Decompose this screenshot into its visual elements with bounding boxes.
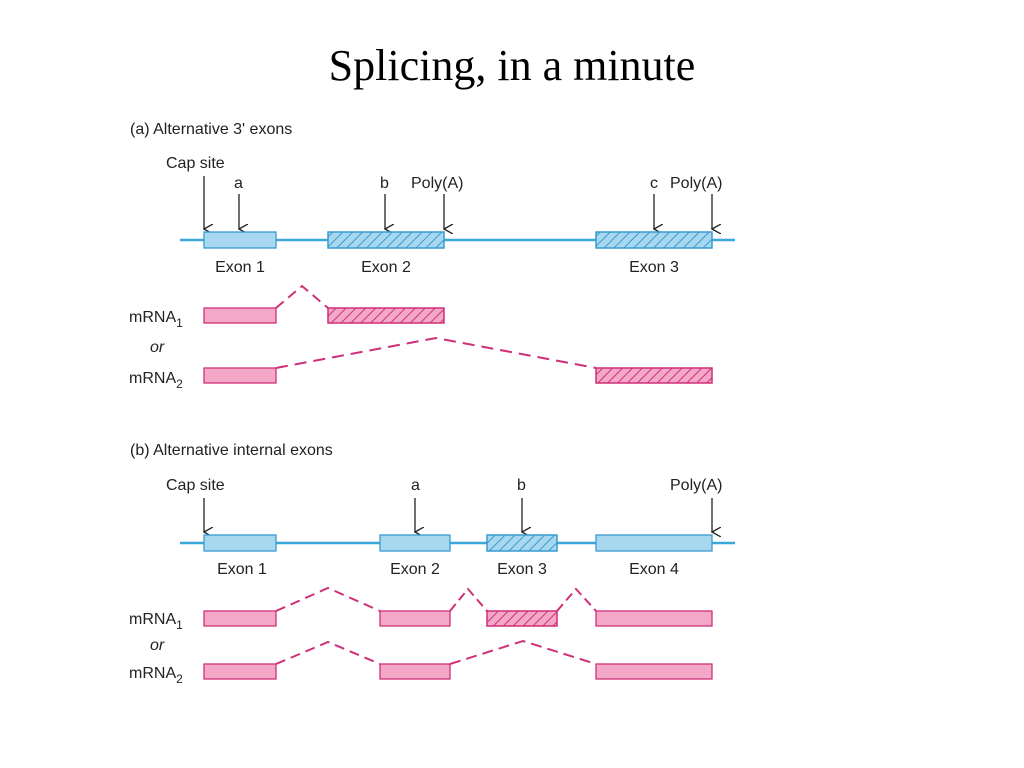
mrna2-b-splice1 (275, 640, 381, 665)
slide-title: Splicing, in a minute (328, 41, 696, 90)
mrna2-a-splice (275, 336, 597, 369)
panel-b-heading: (b) Alternative internal exons (130, 442, 333, 459)
exon-2-a (327, 231, 445, 249)
polya-label-2: Poly(A) (670, 175, 722, 192)
panel-a-heading: (a) Alternative 3' exons (130, 121, 292, 138)
mrna1-a-exon2 (327, 307, 445, 324)
mrna1-a-label: mRNA1 (129, 309, 183, 330)
exon-4-b-label: Exon 4 (629, 561, 679, 578)
exon-2-a-label: Exon 2 (361, 259, 411, 276)
exon-2-b-label: Exon 2 (390, 561, 440, 578)
panel-a: (a) Alternative 3' exons Cap site a b Po… (129, 121, 735, 391)
exon-1-b (203, 534, 277, 552)
mrna2-b-exon1 (203, 663, 277, 680)
cap-site-b-label: Cap site (166, 477, 225, 494)
mrna1-a-exon1 (203, 307, 277, 324)
exon-1-b-label: Exon 1 (217, 561, 267, 578)
exon-2-b (379, 534, 451, 552)
mrna2-b-exon4 (595, 663, 713, 680)
panel-b: (b) Alternative internal exons Cap site … (129, 442, 735, 686)
polya-label-1: Poly(A) (411, 175, 463, 192)
mrna1-b-splice1 (275, 586, 381, 612)
site-c-label: c (650, 175, 658, 192)
site-b-label: b (380, 175, 389, 192)
mrna1-b-exon3 (486, 610, 558, 627)
mrna2-a-exon1 (203, 367, 277, 384)
mrna2-b-label: mRNA2 (129, 665, 183, 686)
mrna1-b-exon4 (595, 610, 713, 627)
mrna1-a-splice (275, 284, 329, 309)
mrna2-a-label: mRNA2 (129, 370, 183, 391)
exon-1-a (203, 231, 277, 249)
cap-site-label: Cap site (166, 155, 225, 172)
exon-3-b (486, 534, 558, 552)
or-a-label: or (150, 339, 165, 356)
or-b-label: or (150, 637, 165, 654)
exon-3-a (595, 231, 713, 249)
mrna1-b-exon2 (379, 610, 451, 627)
mrna1-b-splice3 (556, 587, 597, 612)
exon-3-b-label: Exon 3 (497, 561, 547, 578)
exon-3-a-label: Exon 3 (629, 259, 679, 276)
exon-4-b (595, 534, 713, 552)
exon-1-a-label: Exon 1 (215, 259, 265, 276)
mrna2-a-exon3 (595, 367, 713, 384)
site-a-b-label: a (411, 477, 420, 494)
mrna1-b-exon1 (203, 610, 277, 627)
mrna2-b-exon2 (379, 663, 451, 680)
site-a-label: a (234, 175, 243, 192)
mrna1-b-splice2 (449, 587, 488, 612)
site-b-b-label: b (517, 477, 526, 494)
mrna1-b-label: mRNA1 (129, 611, 183, 632)
mrna2-b-splice2 (449, 639, 597, 665)
polya-b-label: Poly(A) (670, 477, 722, 494)
